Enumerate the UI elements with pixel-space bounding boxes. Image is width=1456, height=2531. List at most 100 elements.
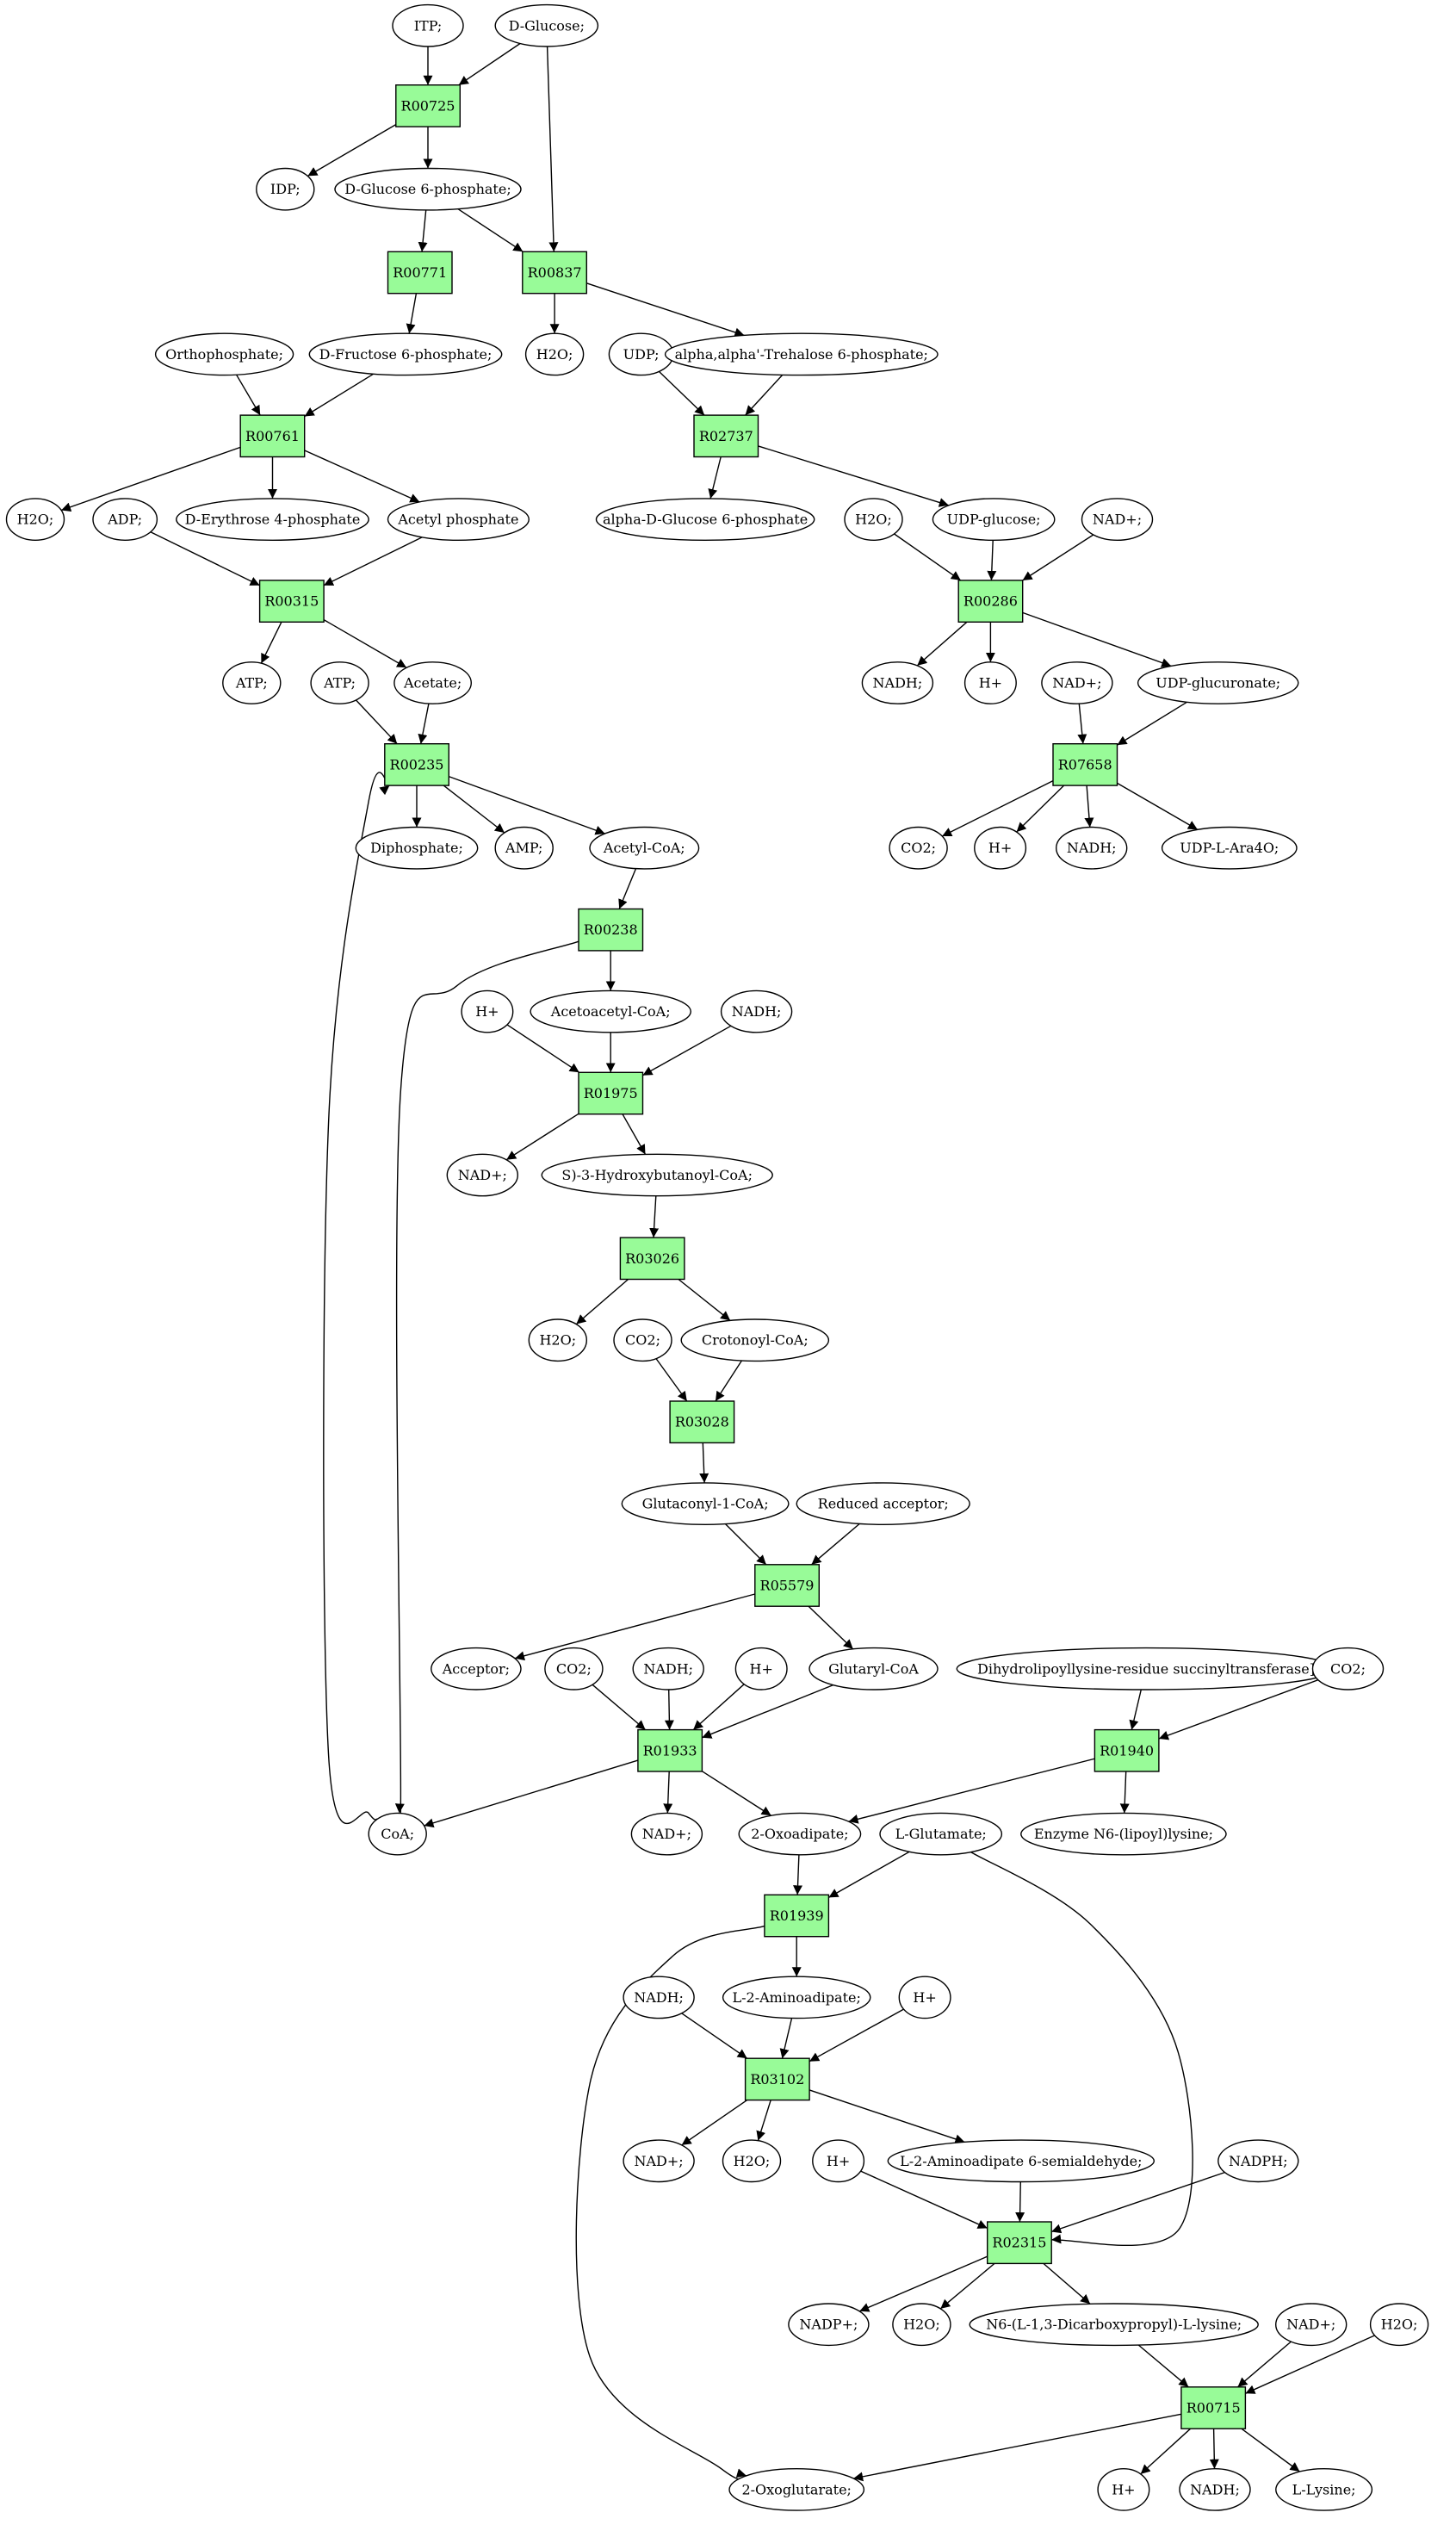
metabolite-node-nadp-c[interactable]: NAD+; <box>446 1153 518 1197</box>
metabolite-node-t6p[interactable]: alpha,alpha'-Trehalose 6-phosphate; <box>664 332 939 376</box>
metabolite-node-f6p[interactable]: D-Fructose 6-phosphate; <box>308 332 503 376</box>
metabolite-node-acetate[interactable]: Acetate; <box>393 661 472 704</box>
reaction-node-r03102[interactable]: R03102 <box>744 2057 810 2101</box>
metabolite-node-nadp-b[interactable]: NAD+; <box>1041 661 1113 704</box>
metabolite-node-udpg[interactable]: UDP-glucose; <box>932 498 1056 541</box>
metabolite-node-l2aa[interactable]: L-2-Aminoadipate; <box>722 1976 871 2019</box>
metabolite-node-nadh-f[interactable]: NADH; <box>1179 2467 1251 2511</box>
reaction-node-r07658[interactable]: R07658 <box>1052 743 1118 786</box>
metabolite-node-nadh-d[interactable]: NADH; <box>632 1647 704 1690</box>
metabolite-node-acp[interactable]: Acetyl phosphate <box>387 498 530 541</box>
reaction-node-r03026[interactable]: R03026 <box>619 1237 685 1281</box>
metabolite-node-oxoad[interactable]: 2-Oxoadipate; <box>738 1812 862 1856</box>
reaction-node-r01975[interactable]: R01975 <box>578 1071 644 1115</box>
metabolite-node-h2o-e[interactable]: H2O; <box>722 2139 782 2183</box>
metabolite-node-co2-b[interactable]: CO2; <box>613 1318 672 1362</box>
metabolite-node-oxogl[interactable]: 2-Oxoglutarate; <box>728 2467 865 2511</box>
metabolite-node-sacch[interactable]: N6-(L-1,3-Dicarboxypropyl)-L-lysine; <box>969 2303 1259 2347</box>
metabolite-node-crcoa[interactable]: Crotonoyl-CoA; <box>680 1318 830 1362</box>
metabolite-node-coa[interactable]: CoA; <box>368 1812 427 1856</box>
metabolite-node-hp-a[interactable]: H+ <box>963 661 1017 704</box>
metabolite-node-udpara[interactable]: UDP-L-Ara4O; <box>1161 826 1298 870</box>
node-label: IDP; <box>270 181 300 197</box>
metabolite-node-e4p[interactable]: D-Erythrose 4-phosphate <box>176 498 369 541</box>
metabolite-node-adp[interactable]: ADP; <box>92 498 158 541</box>
reaction-node-r00761[interactable]: R00761 <box>239 414 306 458</box>
metabolite-node-glcoa[interactable]: Glutaconyl-1-CoA; <box>621 1482 790 1526</box>
metabolite-node-atp-a[interactable]: ATP; <box>222 661 282 704</box>
node-label: H2O; <box>539 1332 576 1349</box>
metabolite-node-lglu[interactable]: L-Glutamate; <box>879 1812 1003 1856</box>
metabolite-node-redacc[interactable]: Reduced acceptor; <box>796 1482 970 1526</box>
metabolite-node-acc[interactable]: Acceptor; <box>431 1647 522 1690</box>
reaction-node-r00725[interactable]: R00725 <box>395 84 461 127</box>
metabolite-node-hp-e[interactable]: H+ <box>898 1976 951 2019</box>
metabolite-node-ppi[interactable]: Diphosphate; <box>355 826 479 870</box>
metabolite-node-dhlst[interactable]: Dihydrolipoyllysine-residue succinyltran… <box>956 1647 1336 1690</box>
metabolite-node-g6p[interactable]: D-Glucose 6-phosphate; <box>334 167 522 211</box>
metabolite-node-h2o-c[interactable]: H2O; <box>844 498 903 541</box>
metabolite-node-amp[interactable]: AMP; <box>494 826 554 870</box>
metabolite-node-itp[interactable]: ITP; <box>392 3 464 47</box>
edge-r00286-to-udpga <box>1022 611 1172 667</box>
reaction-node-r00837[interactable]: R00837 <box>522 251 587 295</box>
reaction-node-r02737[interactable]: R02737 <box>693 414 759 458</box>
metabolite-node-accoa[interactable]: Acetyl-CoA; <box>589 826 700 870</box>
metabolite-node-co2-a[interactable]: CO2; <box>889 826 948 870</box>
metabolite-node-h2o-a[interactable]: H2O; <box>524 332 585 376</box>
reaction-node-r01940[interactable]: R01940 <box>1094 1728 1160 1772</box>
reaction-node-r03028[interactable]: R03028 <box>669 1400 735 1444</box>
metabolite-node-hp-b[interactable]: H+ <box>974 826 1027 870</box>
reaction-node-r01939[interactable]: R01939 <box>764 1894 830 1938</box>
reaction-node-r00315[interactable]: R00315 <box>258 580 325 623</box>
metabolite-node-hp-c[interactable]: H+ <box>461 989 514 1033</box>
metabolite-node-hp-g[interactable]: H+ <box>1097 2467 1150 2511</box>
metabolite-node-l2aas[interactable]: L-2-Aminoadipate 6-semialdehyde; <box>887 2139 1156 2183</box>
reaction-node-r01933[interactable]: R01933 <box>637 1728 703 1772</box>
metabolite-node-h2o-g[interactable]: H2O; <box>1369 2303 1429 2347</box>
node-label: H+ <box>979 675 1002 692</box>
metabolite-node-h2o-d[interactable]: H2O; <box>528 1318 587 1362</box>
reaction-node-r02315[interactable]: R02315 <box>986 2221 1052 2265</box>
metabolite-ellipse <box>728 2467 865 2511</box>
metabolite-node-hbcoa[interactable]: S)-3-Hydroxybutanoyl-CoA; <box>541 1153 773 1197</box>
metabolite-node-nadp-d[interactable]: NAD+; <box>630 1812 703 1856</box>
metabolite-node-nadph[interactable]: NADPH; <box>1217 2139 1299 2183</box>
reaction-node-r00771[interactable]: R00771 <box>387 251 453 295</box>
metabolite-node-nadh-b[interactable]: NADH; <box>1055 826 1128 870</box>
metabolite-node-udpga[interactable]: UDP-glucuronate; <box>1137 661 1299 704</box>
metabolite-node-ag6p[interactable]: alpha-D-Glucose 6-phosphate <box>595 498 815 541</box>
metabolite-node-co2-c[interactable]: CO2; <box>544 1647 604 1690</box>
metabolite-node-acaccoa[interactable]: Acetoacetyl-CoA; <box>530 989 692 1033</box>
metabolite-node-udp-a[interactable]: UDP; <box>608 332 674 376</box>
metabolite-node-llys[interactable]: L-Lysine; <box>1275 2467 1373 2511</box>
metabolite-node-nadp-a[interactable]: NAD+; <box>1081 498 1154 541</box>
metabolite-node-dglc[interactable]: D-Glucose; <box>494 3 599 47</box>
metabolite-node-gtcoa[interactable]: Glutaryl-CoA <box>809 1647 939 1690</box>
metabolite-node-pi[interactable]: Orthophosphate; <box>154 332 294 376</box>
reaction-node-r00715[interactable]: R00715 <box>1180 2386 1247 2429</box>
metabolite-node-lipo[interactable]: Enzyme N6-(lipoyl)lysine; <box>1020 1812 1227 1856</box>
metabolite-node-nadh-c[interactable]: NADH; <box>720 989 793 1033</box>
metabolite-node-hp-d[interactable]: H+ <box>734 1647 788 1690</box>
reaction-node-r00238[interactable]: R00238 <box>578 908 644 952</box>
metabolite-node-idp[interactable]: IDP; <box>256 167 315 211</box>
metabolite-node-nadh-a[interactable]: NADH; <box>861 661 934 704</box>
metabolite-node-nadp-e[interactable]: NAD+; <box>623 2139 695 2183</box>
metabolite-node-nadh-e[interactable]: NADH; <box>623 1976 695 2019</box>
reaction-node-r05579[interactable]: R05579 <box>754 1564 820 1607</box>
reaction-node-r00235[interactable]: R00235 <box>384 743 449 786</box>
node-label: R00837 <box>528 264 582 281</box>
metabolite-node-h2o-f[interactable]: H2O; <box>892 2303 951 2347</box>
metabolite-node-h2o-b[interactable]: H2O; <box>5 498 65 541</box>
metabolite-ellipse <box>621 1482 790 1526</box>
metabolite-node-nadpp[interactable]: NADP+; <box>788 2303 870 2347</box>
metabolite-node-hp-f[interactable]: H+ <box>812 2139 865 2183</box>
metabolite-node-co2-d[interactable]: CO2; <box>1311 1647 1385 1690</box>
node-label: NAD+; <box>458 1167 507 1183</box>
reaction-node-r00286[interactable]: R00286 <box>957 580 1024 623</box>
node-label: NADH; <box>643 1660 693 1677</box>
metabolite-node-atp-b[interactable]: ATP; <box>310 661 369 704</box>
edge-hp_e-to-r03102 <box>809 2008 904 2063</box>
metabolite-node-nadp-f[interactable]: NAD+; <box>1274 2303 1348 2347</box>
